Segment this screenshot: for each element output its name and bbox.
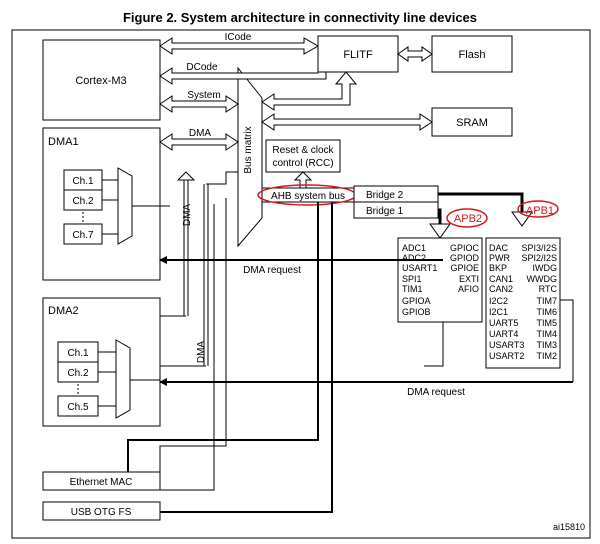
apb1-periph: IWDG: [533, 263, 558, 273]
apb1-periph: UART4: [489, 329, 518, 339]
apb1-periph: TIM4: [536, 329, 557, 339]
matrix-sram-arrow: [261, 113, 433, 131]
apb2-label: APB2: [454, 213, 482, 225]
matrix-flitf-arrow: [261, 71, 358, 111]
apb1-red-annotation: [517, 200, 559, 218]
usb-otg-label: USB OTG FS: [71, 507, 132, 518]
apb2-periph: GPIOA: [402, 296, 431, 306]
flitf-flash-arrow: [397, 46, 433, 62]
system-label: System: [187, 90, 220, 101]
apb2-periph: GPIOE: [450, 263, 479, 273]
apb1-periph: TIM7: [536, 296, 557, 306]
apb1-periph: TIM3: [536, 340, 557, 350]
ethernet-mac-label: Ethernet MAC: [70, 477, 133, 488]
apb1-periph: CAN1: [489, 274, 513, 284]
rcc-arrow: [293, 171, 313, 189]
apb1-periph: TIM2: [536, 351, 557, 361]
apb1-label: APB1: [526, 205, 554, 217]
cortex-m3-label: Cortex-M3: [75, 75, 126, 87]
apb1-periph: RTC: [539, 284, 558, 294]
dma2-ch5-label: Ch.5: [67, 402, 89, 413]
dma2-arbiter: [115, 339, 131, 419]
dma2-ch2-label: Ch.2: [67, 368, 89, 379]
apb1-periph: DAC: [489, 243, 509, 253]
bus-matrix: [237, 66, 263, 248]
dma-bus-label: DMA: [189, 128, 212, 139]
dma-vertical-label-1: DMA: [182, 204, 193, 227]
ahb-label: AHB system bus: [271, 191, 345, 202]
apb2-arrow: [429, 223, 451, 239]
rcc-block: [265, 139, 341, 173]
dma-request-label-2: DMA request: [407, 387, 465, 398]
figure-title: Figure 2. System architecture in connect…: [123, 10, 477, 25]
usb-otg-block: [42, 501, 161, 521]
apb1-periph: SPI2/I2S: [521, 253, 557, 263]
apb2-periph: AFIO: [458, 284, 479, 294]
apb2-left-column: ADC1 ADC2 USART1 SPI1 TIM1 GPIOA GPIOB: [402, 243, 437, 317]
apb2-peripherals: [397, 237, 483, 323]
apb2-periph: GPIOD: [450, 253, 480, 263]
flitf-label: FLITF: [343, 49, 373, 61]
apb2-periph: SPI1: [402, 274, 422, 284]
apb2-periph: TIM1: [402, 284, 423, 294]
cortex-m3-block: [42, 39, 161, 121]
bridge1-label: Bridge 1: [366, 206, 404, 217]
ethernet-mac-block: [42, 471, 161, 491]
flitf-block: [317, 35, 399, 73]
apb1-periph: I2C2: [489, 296, 508, 306]
apb1-periph: WWDG: [527, 274, 558, 284]
dma1-ch1-label: Ch.1: [72, 176, 94, 187]
system-bus-arrow: [159, 95, 239, 113]
rcc-label-1: Reset & clock: [272, 145, 334, 156]
apb1-periph: BKP: [489, 263, 507, 273]
apb2-periph: GPIOB: [402, 307, 431, 317]
dma1-ch2-label: Ch.2: [72, 196, 94, 207]
apb1-periph: TIM6: [536, 307, 557, 317]
outer-frame: [11, 29, 591, 539]
apb1-periph: PWR: [489, 253, 510, 263]
apb1-right-column: SPI3/I2S SPI2/I2S IWDG WWDG RTC TIM7 TIM…: [521, 243, 557, 361]
dma-vertical-label-2: DMA: [196, 341, 207, 364]
apb2-periph: EXTI: [459, 274, 479, 284]
bus-matrix-label: Bus matrix: [243, 126, 254, 173]
sram-label: SRAM: [456, 117, 488, 129]
figure-reference: ai15810: [553, 522, 585, 532]
apb2-right-column: GPIOC GPIOD GPIOE EXTI AFIO: [450, 243, 480, 294]
dma2-label: DMA2: [48, 305, 79, 317]
apb2-red-annotation: [446, 208, 488, 228]
apb1-periph: SPI3/I2S: [521, 243, 557, 253]
rcc-label-2: control (RCC): [272, 158, 333, 169]
apb1-periph: USART2: [489, 351, 524, 361]
apb2-periph: ADC2: [402, 253, 426, 263]
apb2-periph: USART1: [402, 263, 437, 273]
icode-label: ICode: [225, 32, 252, 43]
apb2-periph: GPIOC: [450, 243, 480, 253]
apb1-peripherals: [485, 237, 561, 369]
dcode-label: DCode: [186, 62, 218, 73]
dma1-ch7-label: Ch.7: [72, 230, 94, 241]
dma2-ch1-label: Ch.1: [67, 348, 89, 359]
dma1-label: DMA1: [48, 136, 79, 148]
apb2-periph: ADC1: [402, 243, 426, 253]
apb1-left-column: DAC PWR BKP CAN1 CAN2 I2C2 I2C1 UART5 UA…: [489, 243, 524, 361]
apb1-periph: I2C1: [489, 307, 508, 317]
dma1-bus-arrowhead: [176, 171, 196, 181]
bridge2-label: Bridge 2: [366, 190, 404, 201]
apb1-periph: CAN2: [489, 284, 513, 294]
apb1-periph: UART5: [489, 318, 518, 328]
dma-bus-arrow: [159, 133, 239, 151]
flash-label: Flash: [459, 49, 486, 61]
dma-request-label-1: DMA request: [243, 265, 301, 276]
apb1-periph: TIM5: [536, 318, 557, 328]
apb1-periph: USART3: [489, 340, 524, 350]
dma1-arbiter: [117, 167, 133, 245]
